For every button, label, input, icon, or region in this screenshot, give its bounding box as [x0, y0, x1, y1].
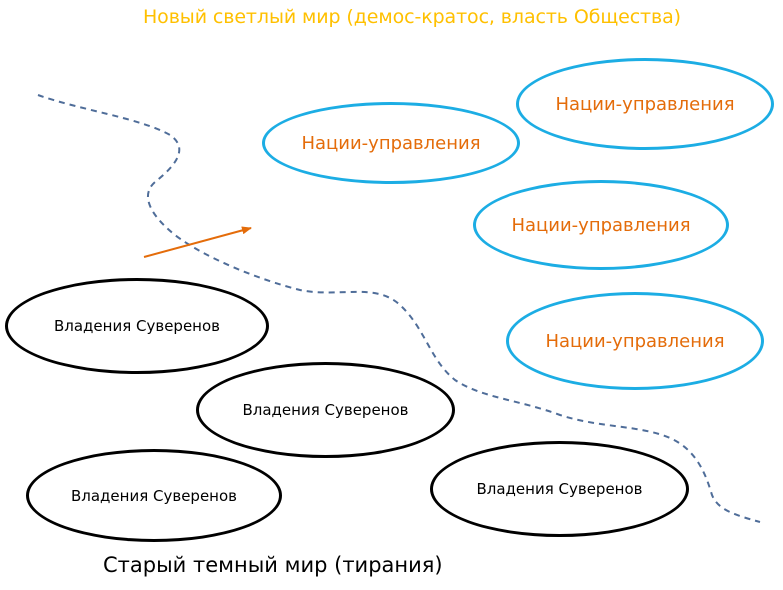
nation-oval: Нации-управления [262, 102, 520, 184]
sovereign-oval: Владения Суверенов [196, 362, 455, 458]
sovereign-label: Владения Суверенов [53, 317, 220, 335]
nation-label: Нации-управления [545, 330, 725, 352]
nation-label: Нации-управления [301, 132, 481, 154]
new-world-caption: Новый светлый мир (демос-кратос, власть … [143, 6, 681, 28]
sovereign-label: Владения Суверенов [70, 486, 237, 505]
sovereign-oval: Владения Суверенов [5, 278, 269, 374]
sovereign-label: Владения Суверенов [476, 480, 643, 498]
nation-oval: Нации-управления [506, 292, 764, 390]
sovereign-label: Владения Суверенов [242, 401, 409, 419]
sovereign-oval: Владения Суверенов [430, 441, 689, 537]
transition-arrow [143, 226, 252, 258]
nation-oval: Нации-управления [473, 180, 729, 270]
old-world-caption: Старый темный мир (тирания) [103, 553, 443, 577]
nation-label: Нации-управления [511, 214, 691, 236]
nation-oval: Нации-управления [516, 58, 774, 150]
nation-label: Нации-управления [555, 93, 735, 115]
sovereign-oval: Владения Суверенов [26, 449, 282, 542]
